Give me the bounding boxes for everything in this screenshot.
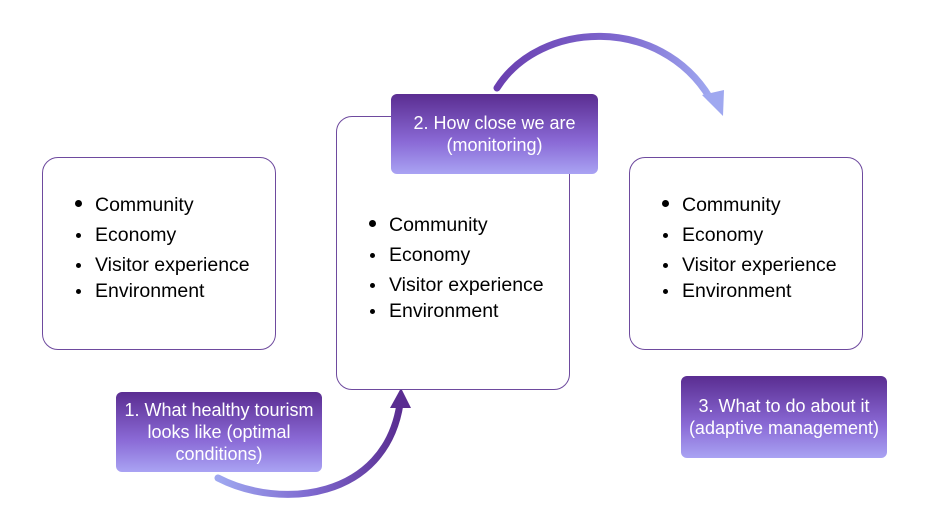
list-item: Visitor experience: [367, 274, 567, 296]
list-item: Community: [73, 194, 273, 216]
step2-label-text: 2. How close we are (monitoring): [413, 113, 576, 155]
list-item: Environment: [73, 280, 273, 302]
list-item: Economy: [367, 244, 567, 266]
list-item: Environment: [367, 300, 567, 322]
box-adaptive-management: Community Economy Visitor experience Env…: [629, 157, 863, 350]
arrow-to-step3-head: [702, 90, 724, 116]
list-item: Environment: [660, 280, 860, 302]
list-item: Economy: [660, 224, 860, 246]
dimension-list: Community Economy Visitor experience Env…: [367, 214, 567, 330]
step3-label: 3. What to do about it (adaptive managem…: [681, 376, 887, 458]
box-optimal-conditions: Community Economy Visitor experience Env…: [42, 157, 276, 350]
list-item: Community: [660, 194, 860, 216]
list-item: Community: [367, 214, 567, 236]
arrow-to-step3: [493, 32, 714, 102]
step1-label: 1. What healthy tourism looks like (opti…: [116, 392, 322, 472]
arrow-to-step2-head: [390, 388, 411, 408]
dimension-list: Community Economy Visitor experience Env…: [660, 194, 860, 310]
list-item: Visitor experience: [660, 254, 860, 276]
step3-label-text: 3. What to do about it (adaptive managem…: [688, 396, 880, 438]
dimension-list: Community Economy Visitor experience Env…: [73, 194, 273, 310]
step1-label-text: 1. What healthy tourism looks like (opti…: [124, 400, 314, 464]
arrow-to-step2: [214, 400, 404, 498]
list-item: Visitor experience: [73, 254, 273, 276]
list-item: Economy: [73, 224, 273, 246]
step2-label: 2. How close we are (monitoring): [391, 94, 598, 174]
